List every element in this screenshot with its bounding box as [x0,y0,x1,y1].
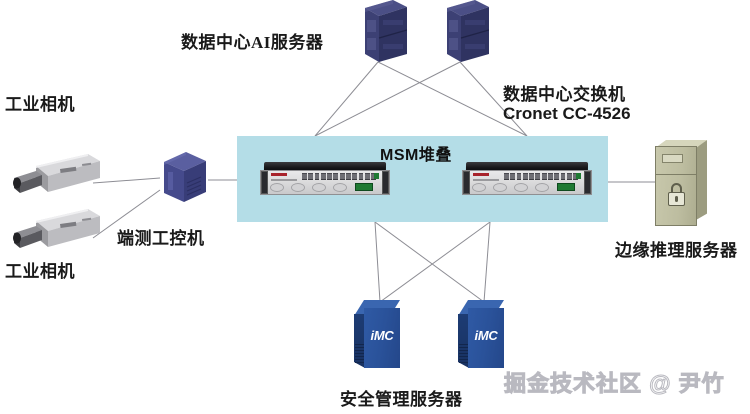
imc-server-1-badge: iMC [370,328,394,343]
imc-server-2-front-face [468,308,504,368]
imc-server-2-vent-ribs [459,344,468,366]
switch-left-uplink-module [355,183,373,191]
ai-server-2[interactable] [437,0,490,71]
switch-right-port-array [504,173,579,180]
watermark-text: 掘金技术社区 @ 尹竹 [504,371,725,397]
link-switch-right-imc2 [483,221,491,303]
ai-server-1[interactable] [355,0,408,71]
link-ai1-switch-left [314,61,379,137]
switch-right[interactable] [462,162,592,196]
switch-left-rack-ear-right [382,171,389,194]
switch-left-status-led [374,173,379,179]
padlock-icon [671,183,682,194]
label-industrial-camera-bottom: 工业相机 [5,262,75,281]
imc-server-2-badge: iMC [474,328,498,343]
switch-left-model-strip [271,179,297,181]
label-security-management-server: 安全管理服务器 [340,390,463,409]
switch-left[interactable] [260,162,390,196]
switch-right-brand-mark [473,173,489,176]
label-datacenter-switch: 数据中心交换机 [503,85,626,104]
switch-left-port-array [302,173,377,180]
imc-server-1[interactable]: iMC [354,300,406,374]
link-ai2-switch-left [314,61,461,137]
label-datacenter-ai-server: 数据中心AI服务器 [181,33,324,52]
link-switch-right-imc1 [379,221,491,303]
msm-stack-title: MSM堆叠 [380,147,452,164]
label-edge-industrial-pc: 端测工控机 [117,229,205,248]
edge-industrial-pc[interactable] [156,150,208,206]
switch-left-brand-mark [271,173,287,176]
switch-left-fan-vents [270,183,348,192]
imc-server-1-front-face [364,308,400,368]
label-edge-inference-server: 边缘推理服务器 [615,241,738,260]
link-switch-left-imc1 [374,221,381,303]
imc-server-2[interactable]: iMC [458,300,510,374]
label-industrial-camera-top: 工业相机 [5,95,75,114]
imc-server-2-side-face [458,314,469,368]
edge-inference-server[interactable] [655,140,707,226]
switch-right-rack-ear-left [463,171,470,194]
imc-server-1-vent-ribs [355,344,364,366]
label-datacenter-switch-model: Cronet CC-4526 [503,104,631,123]
camera-1[interactable] [8,152,104,198]
camera-2[interactable] [8,207,104,253]
edge-server-drive-slot [662,154,683,163]
switch-left-rack-ear-left [261,171,268,194]
switch-right-status-led [576,173,581,179]
imc-server-1-side-face [354,314,365,368]
edge-server-panel-divider [656,174,696,175]
edge-server-side-panel [696,140,707,220]
link-switch-left-imc2 [374,221,485,303]
padlock-keyhole-icon [675,196,678,202]
switch-right-uplink-module [557,183,575,191]
switch-right-model-strip [473,179,499,181]
switch-right-rack-ear-right [584,171,591,194]
edge-server-top-panel [655,140,707,148]
switch-right-fan-vents [472,183,550,192]
